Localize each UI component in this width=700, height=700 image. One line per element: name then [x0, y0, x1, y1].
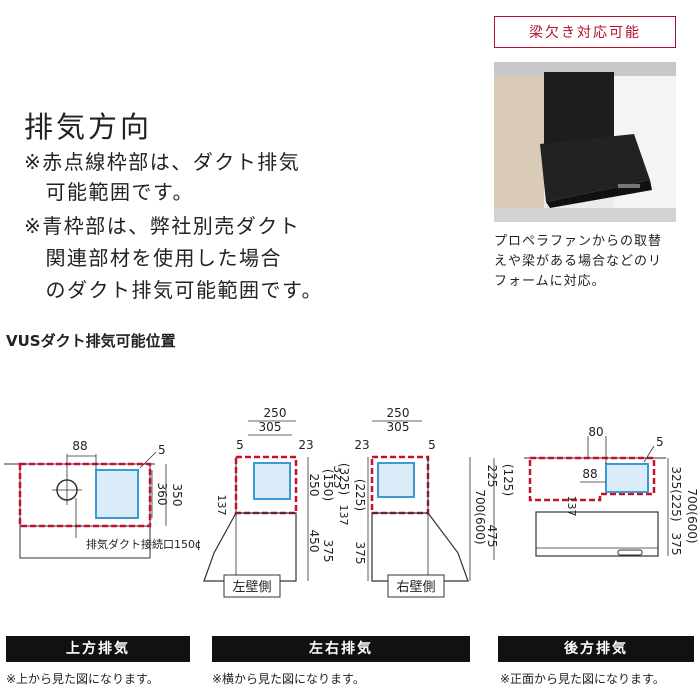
- bar-rear-exhaust: 後方排気: [498, 636, 694, 662]
- dim-325: 325(225): [669, 466, 683, 521]
- dim-450: 450: [307, 530, 321, 553]
- note-line-2: 可能範囲です。: [24, 180, 194, 204]
- dim-137: 137: [337, 505, 350, 526]
- dim-137: 137: [565, 496, 578, 517]
- dim-5: 5: [236, 438, 244, 452]
- dim-225: 225: [485, 465, 499, 488]
- dim-350: 350: [170, 484, 184, 507]
- dim-325: (325): [337, 463, 351, 495]
- footnote-rear: ※正面から見た図になります。: [500, 672, 665, 686]
- dim-88: 88: [72, 439, 87, 453]
- range-hood-photo: [494, 62, 676, 222]
- footnote-top: ※上から見た図になります。: [6, 672, 159, 686]
- dim-700: 700(600): [473, 489, 487, 544]
- dim-360: 360: [155, 483, 169, 506]
- dim-250: 250: [387, 406, 410, 420]
- dim-305: 305: [259, 420, 282, 434]
- footnote-side: ※横から見た図になります。: [212, 672, 365, 686]
- dim-475: 475: [485, 525, 499, 548]
- dim-375: 375: [321, 540, 335, 563]
- dim-137: 137: [215, 495, 228, 516]
- page-title: 排気方向: [24, 110, 153, 144]
- beam-notch-badge: 梁欠き対応可能: [494, 16, 676, 48]
- dim-250: 250: [264, 406, 287, 420]
- dim-375: 375: [353, 542, 367, 565]
- diagram-right-side: 250 305 23 5 (325) 137 (225) 375 700(600…: [332, 405, 492, 605]
- note-line-4: 関連部材を使用した場合: [24, 246, 282, 270]
- dim-250-v: 250: [307, 474, 321, 497]
- dim-5: 5: [656, 435, 664, 449]
- diagram-left-side: 250 305 5 23 250 (150) 325 137 450 375 左…: [200, 405, 345, 605]
- note-line-1: ※赤点線枠部は、ダクト排気: [24, 150, 301, 174]
- dim-5: 5: [158, 443, 166, 457]
- dim-225: (225): [353, 479, 367, 511]
- duct-label: 排気ダクト接続口150ϕ: [86, 537, 200, 551]
- bar-top-exhaust: 上方排気: [6, 636, 190, 662]
- dim-150: (150): [321, 469, 335, 501]
- section-title: VUSダクト排気可能位置: [6, 332, 176, 350]
- diagram-top-exhaust: 88 5 360 350 排気ダクト接続口150ϕ: [0, 430, 202, 580]
- dim-80: 80: [588, 425, 603, 439]
- photo-caption-3: フォームに対応。: [494, 274, 606, 289]
- dim-305: 305: [387, 420, 410, 434]
- bar-side-exhaust: 左右排気: [212, 636, 470, 662]
- diagram-rear-exhaust: 80 5 88 225 (125) 137 475 325(225) 375 7…: [478, 420, 700, 600]
- note-line-5: のダクト排気可能範囲です。: [24, 278, 323, 302]
- photo-caption-2: えや梁がある場合などのリ: [494, 254, 663, 269]
- dim-88: 88: [582, 467, 597, 481]
- dim-700: 700(600): [685, 488, 699, 543]
- dim-125: (125): [501, 464, 515, 496]
- dim-375: 375: [669, 533, 683, 556]
- dim-23: 23: [354, 438, 369, 452]
- dim-23: 23: [298, 438, 313, 452]
- left-wall-label: 左壁側: [232, 580, 271, 595]
- right-wall-label: 右壁側: [396, 580, 435, 595]
- dim-5: 5: [428, 438, 436, 452]
- photo-caption-1: プロペラファンからの取替: [494, 234, 663, 249]
- note-line-3: ※青枠部は、弊社別売ダクト: [24, 214, 301, 238]
